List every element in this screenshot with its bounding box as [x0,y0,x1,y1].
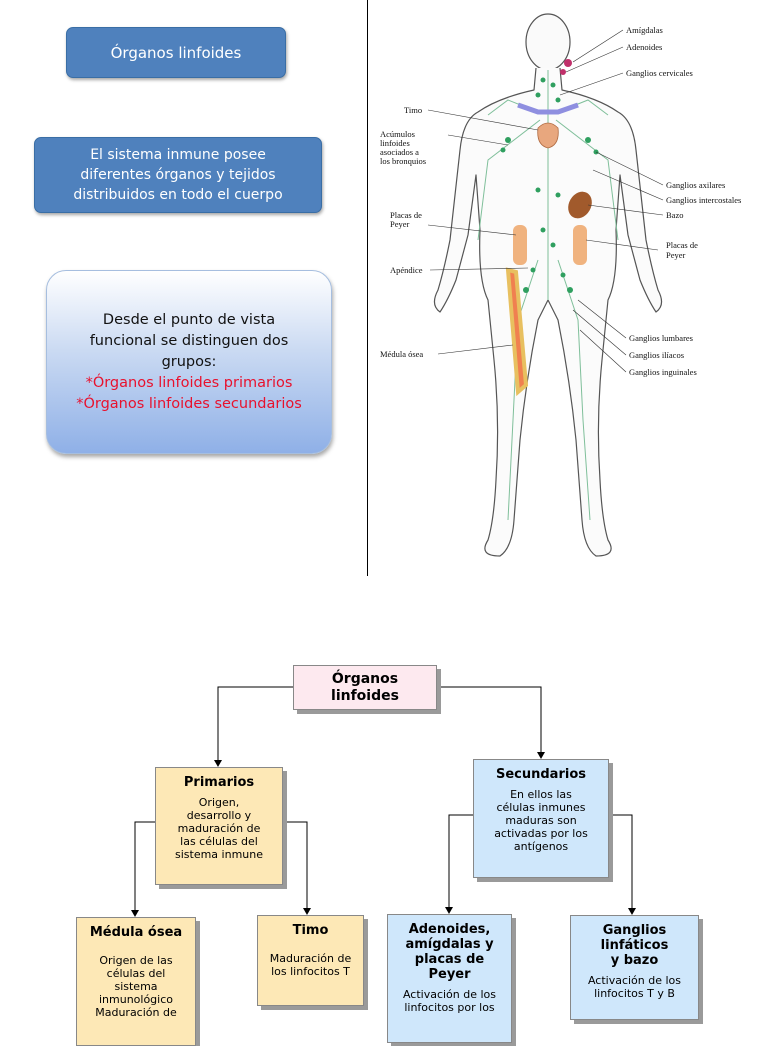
primary-description: Origen, desarrollo y maduración de las c… [156,796,282,861]
subclavian-vein-mark [517,102,579,115]
label-bone-marrow: Médula ósea [380,349,423,359]
label-appendix: Apéndice [390,265,423,275]
desc-line: desarrollo y [186,809,252,822]
label-bronchial-4: los bronquios [380,156,426,166]
label-lumbar-nodes: Ganglios lumbares [629,333,693,343]
lymph-nodes-title: Ganglios linfáticos y bazo [571,923,698,968]
primary-title: Primarios [183,775,255,790]
groups-line: funcional se distinguen dos [89,332,289,349]
functional-groups-box: Desde el punto de vista funcional se dis… [46,270,332,454]
title-line: Adenoides, [408,922,491,937]
intro-line: distribuidos en todo el cuerpo [73,187,283,203]
label-bronchial-2: linfoides [380,138,410,148]
label-intercostal-nodes: Ganglios intercostales [666,195,741,205]
primary-organs-box: Primarios Origen, desarrollo y maduració… [155,767,283,885]
desc-line: Activación de los [587,974,682,987]
secondary-organs-box: Secundarios En ellos las células inmunes… [473,759,609,878]
desc-line: linfocitos por los [404,1001,495,1014]
label-bronchial-3: asociados a [380,147,419,157]
label-axillary-nodes: Ganglios axilares [666,180,725,190]
intro-line: diferentes órganos y tejidos [80,167,276,183]
adenoids-description: Activación de los linfocitos por los [388,988,511,1014]
lymph-nodes-description: Activación de los linfocitos T y B [571,974,698,1000]
bone-marrow-title: Médula ósea [89,925,183,940]
peyer-patch-left [513,225,527,265]
label-spleen: Bazo [666,210,683,220]
desc-line: Origen, [198,796,240,809]
title-text: Órganos linfoides [110,43,242,62]
lymph-nodes-spleen-box: Ganglios linfáticos y bazo Activación de… [570,915,699,1020]
secondary-title: Secundarios [495,767,586,782]
groups-line: grupos: [161,353,217,370]
root-title: Órganos linfoides [331,671,399,705]
desc-line: inmunológico [98,993,174,1006]
desc-line: Maduración de [95,1006,177,1019]
thymus-mark [537,122,559,149]
label-adenoids: Adenoides [626,42,662,52]
thymus-box: Timo Maduración de los linfocitos T [257,915,364,1006]
label-lines [427,29,664,373]
label-peyer-left-2: Peyer [390,219,410,229]
bone-marrow-mark [505,267,529,397]
desc-line: linfocitos T y B [594,987,675,1000]
label-inguinal-nodes: Ganglios inguinales [629,367,697,377]
desc-line: Maduración de [269,952,352,965]
peyer-patch-right [573,225,587,265]
lymphatic-system-illustration: Amígdalas Adenoides Ganglios cervicales … [380,13,741,557]
label-peyer-left-1: Placas de [390,210,422,220]
secondary-organs-item: *Órganos linfoides secundarios [76,395,302,412]
bone-marrow-description: Origen de las células del sistema inmuno… [77,954,195,1019]
title-line: amígdalas y [405,937,494,952]
desc-line: células del [106,967,166,980]
label-peyer-right-1: Placas de [666,240,698,250]
thymus-description: Maduración de los linfocitos T [258,952,363,978]
desc-line: Origen de las [99,954,173,967]
desc-line: En ellos las [510,788,572,801]
title-box: Órganos linfoides [66,27,286,78]
thymus-title: Timo [292,923,329,938]
adenoids-tonsils-box: Adenoides, amígdalas y placas de Peyer A… [387,914,512,1043]
label-peyer-right-2: Peyer [666,250,686,260]
label-iliac-nodes: Ganglios ilíacos [629,350,684,360]
desc-line: maduración de [177,822,261,835]
desc-line: sistema inmune [174,848,263,861]
flowchart-connectors [131,686,636,917]
title-line: Peyer [428,967,471,982]
label-tonsils: Amígdalas [626,25,663,35]
title-line: placas de [414,952,485,967]
label-cervical-nodes: Ganglios cervicales [626,68,693,78]
desc-line: las células del [180,835,258,848]
lymph-nodes [500,77,599,293]
adenoids-mark [560,69,566,75]
title-line: y bazo [610,953,659,968]
title-line: linfáticos [600,938,669,953]
spleen-mark [568,191,592,219]
primary-organs-item: *Órganos linfoides primarios [85,374,293,391]
vertical-divider [367,0,368,576]
tonsils-mark [564,59,572,67]
desc-line: células inmunes [496,801,586,814]
flowchart-root-box: Órganos linfoides [293,665,437,710]
desc-line: maduras son [505,814,577,827]
root-title-line: Órganos [331,670,399,687]
desc-line: Activación de los [402,988,497,1001]
bone-marrow-box: Médula ósea Origen de las células del si… [76,917,196,1046]
desc-line: sistema [114,980,158,993]
desc-line: antígenos [513,840,569,853]
label-thymus: Timo [404,105,422,115]
groups-line: Desde el punto de vista [102,311,276,328]
secondary-description: En ellos las células inmunes maduras son… [474,788,608,853]
title-line: Ganglios [602,923,667,938]
desc-line: activadas por los [494,827,588,840]
root-title-line: linfoides [331,687,399,704]
adenoids-title: Adenoides, amígdalas y placas de Peyer [388,922,511,982]
desc-line: los linfocitos T [271,965,350,978]
label-bronchial-1: Acúmulos [380,129,415,139]
intro-line: El sistema inmune posee [90,147,266,163]
intro-box: El sistema inmune posee diferentes órgan… [34,137,322,213]
